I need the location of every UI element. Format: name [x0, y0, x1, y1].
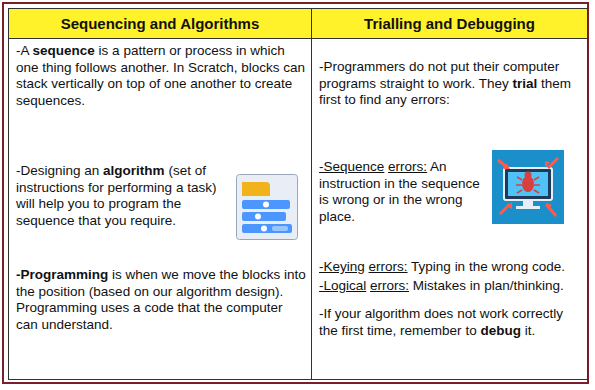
body-paragraph: -Keying errors: Typing in the wrong code… — [319, 259, 581, 276]
body-paragraph: -A sequence is a pattern or process in w… — [16, 43, 306, 109]
scratch-blocks-icon — [236, 174, 298, 240]
body-paragraph: -Sequence errors: An instruction in the … — [319, 159, 487, 225]
body-paragraph: -If your algorithm does not work correct… — [319, 306, 581, 339]
column-heading: Trialling and Debugging — [312, 9, 587, 39]
column-heading: Sequencing and Algorithms — [9, 9, 311, 39]
body-paragraph: -Logical errors: Mistakes in plan/thinki… — [319, 278, 581, 295]
body-paragraph: -Programmers do not put their computer p… — [319, 59, 581, 109]
body-paragraph: -Programming is when we move the blocks … — [16, 267, 306, 333]
debugging-icon — [492, 150, 564, 224]
body-paragraph: -Designing an algorithm (set of instruct… — [16, 163, 234, 229]
